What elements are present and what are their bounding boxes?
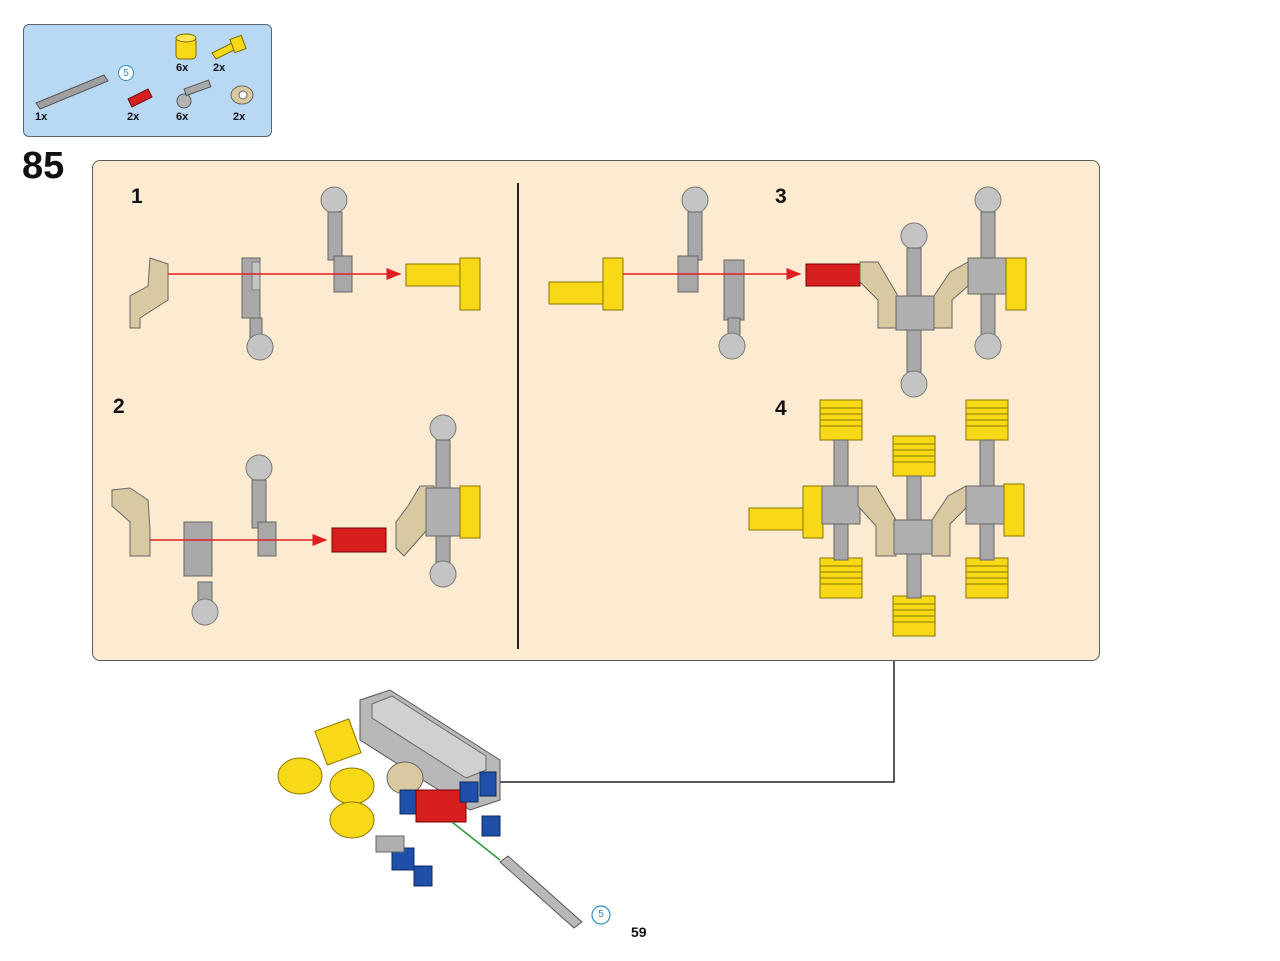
substep-2-illustration xyxy=(111,414,481,626)
yellow-cylinder-part-icon xyxy=(175,33,197,60)
substep-3-illustration xyxy=(548,186,1027,398)
substep-label: 1 xyxy=(131,185,143,208)
part-qty: 2x xyxy=(213,62,226,74)
substep-1-illustration xyxy=(129,186,481,361)
axle-5-part-icon xyxy=(35,74,109,110)
engine-model-illustration xyxy=(277,689,583,929)
part-qty: 2x xyxy=(233,111,246,123)
sub-assembly-panel: 1 2 3 4 xyxy=(92,160,1100,661)
substep-label: 3 xyxy=(775,185,787,208)
parts-list-illustration xyxy=(35,33,254,110)
substep-label: 2 xyxy=(113,395,125,418)
substep-4-illustration xyxy=(748,399,1025,637)
substep-label: 4 xyxy=(775,397,787,420)
callout-connector-line xyxy=(488,661,895,783)
part-qty: 6x xyxy=(176,111,189,123)
page-number: 59 xyxy=(631,924,647,940)
part-qty: 2x xyxy=(127,111,140,123)
yellow-axle-pin-part-icon xyxy=(211,34,247,60)
tan-crank-part-icon xyxy=(230,85,254,105)
step-number: 85 xyxy=(22,145,65,187)
axle-length-callout xyxy=(591,905,611,925)
part-qty: 1x xyxy=(35,111,48,123)
parts-list-callout: 5 1x 2x 6x 2x 6x 2x xyxy=(23,24,272,137)
axle-length-badge: 5 xyxy=(118,65,134,81)
piston-crank-part-icon xyxy=(176,79,212,109)
axle-length-badge: 5 xyxy=(598,909,604,920)
part-qty: 6x xyxy=(176,62,189,74)
red-pin-part-icon xyxy=(127,88,153,108)
panel-divider xyxy=(517,183,519,649)
